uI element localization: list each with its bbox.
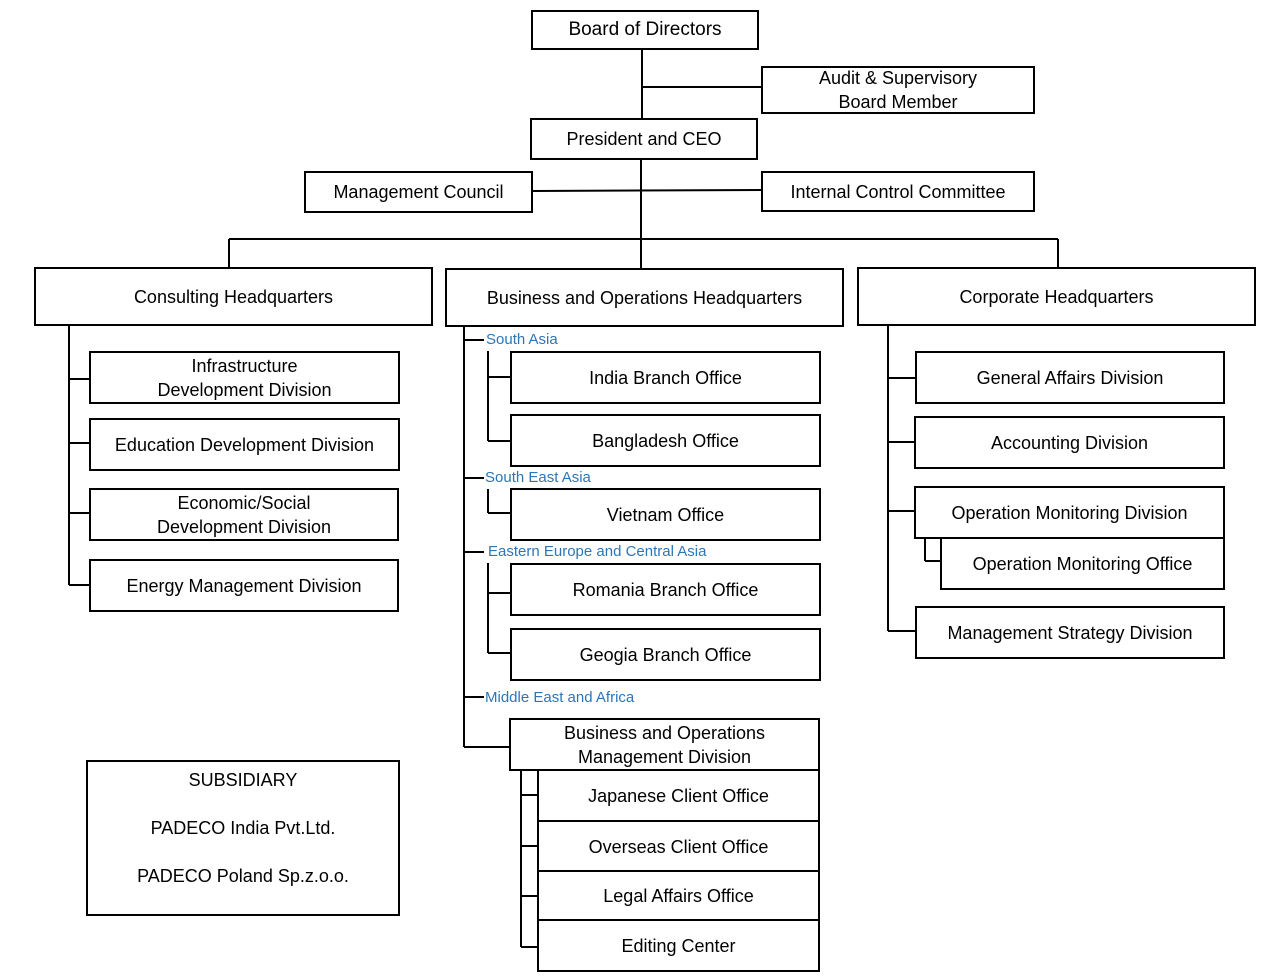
accounting-division-box: Accounting Division	[914, 416, 1225, 469]
business-operations-management-division-box: Business and Operations Management Divis…	[509, 718, 820, 771]
operation-monitoring-division-box: Operation Monitoring Division	[914, 486, 1225, 539]
audit-supervisory-box: Audit & Supervisory Board Member	[761, 66, 1035, 114]
vietnam-office-box: Vietnam Office	[510, 488, 821, 541]
bangladesh-office-box: Bangladesh Office	[510, 414, 821, 467]
overseas-client-office-box: Overseas Client Office	[537, 820, 820, 873]
operation-monitoring-office-box: Operation Monitoring Office	[940, 537, 1225, 590]
japanese-client-office-box: Japanese Client Office	[537, 769, 820, 822]
management-strategy-division-box: Management Strategy Division	[915, 606, 1225, 659]
subsidiary-heading: SUBSIDIARY	[188, 770, 298, 790]
consulting-headquarters-box: Consulting Headquarters	[34, 267, 433, 326]
connector-council	[531, 189, 763, 192]
president-ceo-box: President and CEO	[530, 118, 758, 160]
subsidiary-company-poland: PADECO Poland Sp.z.o.o.	[137, 866, 349, 886]
georgia-branch-office-box: Geogia Branch Office	[510, 628, 821, 681]
subsidiary-box: SUBSIDIARY PADECO India Pvt.Ltd. PADECO …	[86, 760, 400, 916]
region-label-eastern-europe-central-asia: Eastern Europe and Central Asia	[488, 543, 707, 560]
business-operations-headquarters-box: Business and Operations Headquarters	[445, 268, 844, 327]
board-of-directors-box: Board of Directors	[531, 10, 759, 50]
romania-branch-office-box: Romania Branch Office	[510, 563, 821, 616]
legal-affairs-office-box: Legal Affairs Office	[537, 870, 820, 922]
region-label-middle-east-africa: Middle East and Africa	[485, 689, 635, 706]
internal-control-committee-box: Internal Control Committee	[761, 171, 1035, 212]
region-label-south-asia: South Asia	[486, 331, 558, 348]
economic-social-development-division-box: Economic/Social Development Division	[89, 488, 399, 541]
infrastructure-development-division-box: Infrastructure Development Division	[89, 351, 400, 404]
management-council-box: Management Council	[304, 171, 533, 213]
general-affairs-division-box: General Affairs Division	[915, 351, 1225, 404]
india-branch-office-box: India Branch Office	[510, 351, 821, 404]
education-development-division-box: Education Development Division	[89, 418, 400, 471]
region-label-south-east-asia: South East Asia	[485, 469, 591, 486]
editing-center-box: Editing Center	[537, 919, 820, 972]
energy-management-division-box: Energy Management Division	[89, 559, 399, 612]
corporate-headquarters-box: Corporate Headquarters	[857, 267, 1256, 326]
subsidiary-company-india: PADECO India Pvt.Ltd.	[150, 818, 336, 838]
